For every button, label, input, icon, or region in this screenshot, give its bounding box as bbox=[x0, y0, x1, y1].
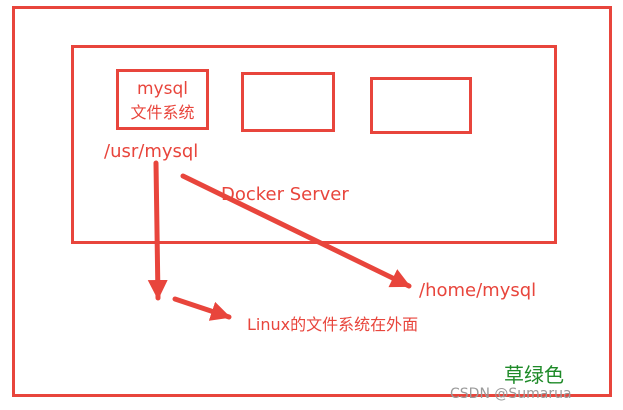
container-path-label: /usr/mysql bbox=[104, 141, 199, 162]
corner-note: 草绿色 bbox=[504, 363, 564, 387]
container-box-3 bbox=[370, 77, 472, 134]
mysql-box-title: mysql bbox=[137, 79, 188, 99]
arrow-to-host-path bbox=[180, 173, 412, 289]
arrow-down bbox=[147, 160, 168, 301]
docker-server-label: Docker Server bbox=[221, 184, 349, 205]
mysql-box-subtitle: 文件系统 bbox=[130, 103, 195, 122]
arrow-to-host-note bbox=[172, 296, 232, 321]
container-box-2 bbox=[241, 72, 335, 132]
mysql-container-box bbox=[116, 69, 209, 130]
watermark: CSDN @Sumarua bbox=[450, 386, 572, 402]
host-frame bbox=[12, 6, 612, 397]
host-filesystem-note: Linux的文件系统在外面 bbox=[247, 315, 419, 334]
host-path-label: /home/mysql bbox=[419, 280, 537, 301]
